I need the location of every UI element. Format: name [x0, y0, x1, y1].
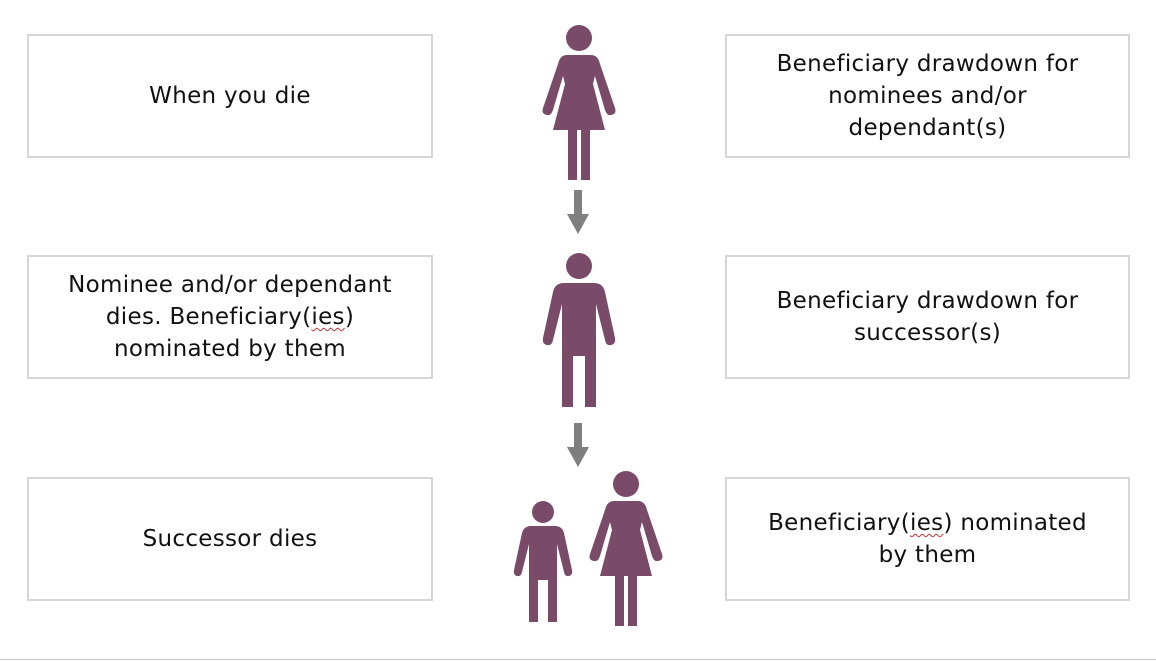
step-box-successor-dies: Successor dies [27, 477, 433, 601]
outcome-box-beneficiaries-nominated: Beneficiary(ies) nominated by them [725, 477, 1130, 601]
outcome-box-beneficiary-drawdown-successors: Beneficiary drawdown for successor(s) [725, 255, 1130, 379]
step-text-when-you-die: When you die [149, 83, 311, 109]
outcome-text-part: ) nominated by them [878, 510, 1087, 568]
step-text-successor-dies: Successor dies [142, 526, 318, 552]
step-text-nominee-dies: Nominee and/or dependant dies. Beneficia… [68, 269, 392, 365]
bottom-divider [0, 659, 1156, 660]
spellcheck-flagged-word: ies [910, 510, 944, 536]
man-icon [542, 253, 616, 407]
outcome-box-beneficiary-drawdown-nominees: Beneficiary drawdown for nominees and/or… [725, 34, 1130, 158]
outcome-text-beneficiary-drawdown-successors: Beneficiary drawdown for successor(s) [776, 288, 1079, 346]
step-box-nominee-dies: Nominee and/or dependant dies. Beneficia… [27, 255, 433, 379]
step-text-part: ) nominated by them [114, 304, 355, 362]
step-box-when-you-die: When you die [27, 34, 433, 158]
child-icon [513, 501, 573, 622]
woman-icon [542, 25, 616, 180]
spellcheck-flagged-word: ies [311, 304, 345, 330]
down-arrow-icon [567, 190, 589, 234]
down-arrow-icon [567, 423, 589, 467]
woman-icon [589, 471, 663, 626]
outcome-text-beneficiaries-nominated: Beneficiary(ies) nominated by them [768, 507, 1087, 571]
outcome-text-beneficiary-drawdown-nominees: Beneficiary drawdown for nominees and/or… [776, 51, 1079, 141]
outcome-text-part: Beneficiary( [768, 510, 910, 536]
step-text-part: Nominee and/or dependant dies. Beneficia… [68, 272, 392, 330]
